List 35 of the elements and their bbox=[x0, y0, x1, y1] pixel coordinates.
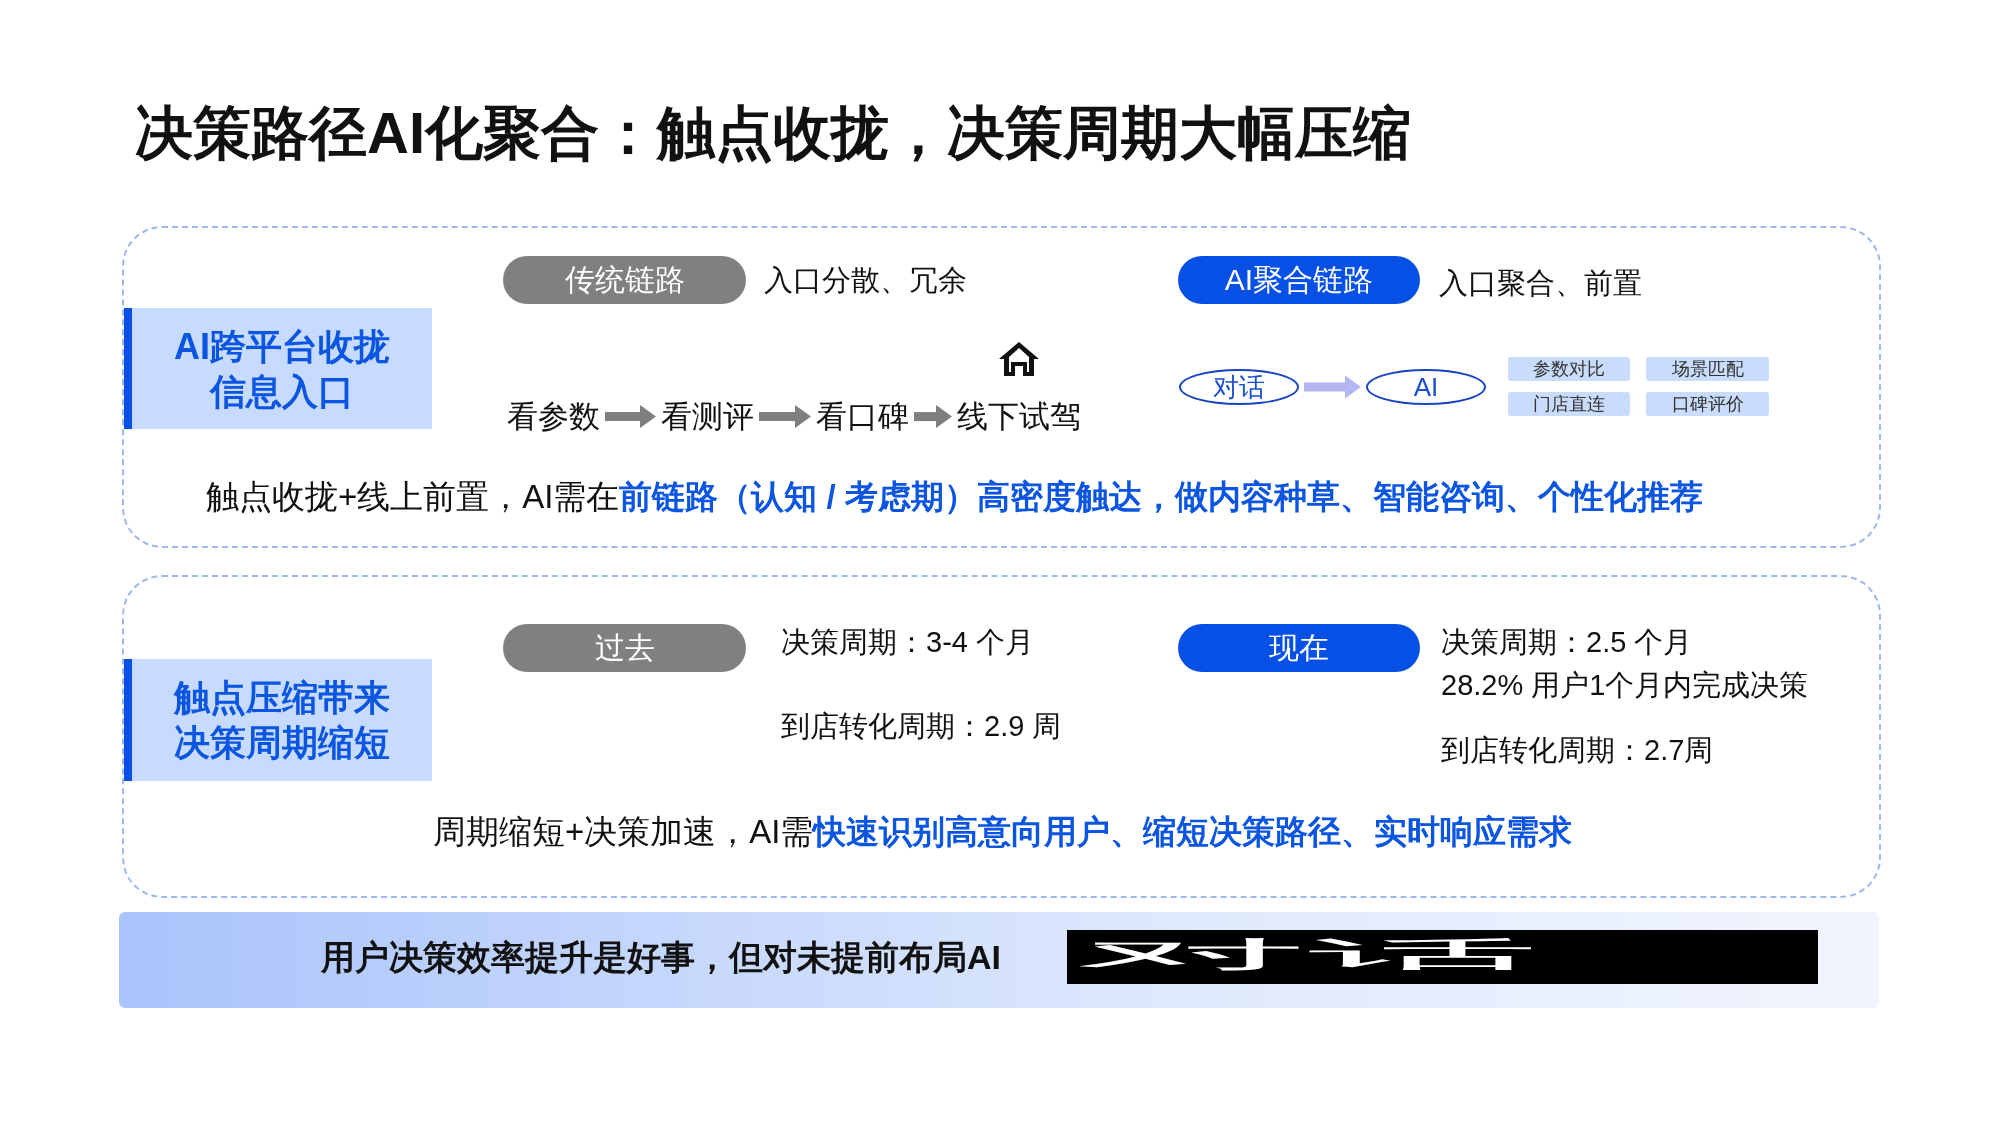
feature-tag: 参数对比 bbox=[1508, 357, 1630, 381]
description-text: 28.2% 用户1个月内完成决策 bbox=[1441, 668, 1809, 703]
feature-tag: 门店直连 bbox=[1508, 392, 1630, 416]
oval-node: AI bbox=[1366, 369, 1486, 405]
feature-tag: 场景匹配 bbox=[1646, 357, 1769, 381]
feature-tag: 口碑评价 bbox=[1646, 392, 1769, 416]
slide-title: 决策路径AI化聚合：触点收拢，决策周期大幅压缩 bbox=[135, 99, 1411, 167]
oval-node: 对话 bbox=[1179, 369, 1299, 405]
description-text: 到店转化周期：2.7周 bbox=[1441, 733, 1714, 768]
dashed-panel bbox=[122, 575, 1881, 898]
section-heading: AI跨平台收拢信息入口 bbox=[124, 308, 432, 429]
conclusion-text: 用户决策效率提升是好事，但对未提前布局AI bbox=[321, 937, 1001, 978]
step-label: 线下试驾 bbox=[957, 398, 1081, 436]
category-pill: 传统链路 bbox=[503, 256, 746, 304]
arrow bbox=[1304, 375, 1361, 399]
description-text: 到店转化周期：2.9 周 bbox=[781, 709, 1062, 744]
arrow bbox=[605, 405, 656, 429]
description-text: 决策周期：3-4 个月 bbox=[781, 625, 1034, 660]
step-label: 看参数 bbox=[507, 398, 600, 436]
blacked-out-text: 对话 bbox=[1067, 930, 1818, 984]
category-pill: AI聚合链路 bbox=[1178, 256, 1420, 304]
description-text: 入口分散、冗余 bbox=[764, 263, 967, 298]
description-text: 决策周期：2.5 个月 bbox=[1441, 625, 1693, 660]
dashed-panel bbox=[122, 226, 1881, 548]
category-pill: 现在 bbox=[1178, 624, 1420, 672]
arrow bbox=[914, 405, 952, 429]
step-label: 看口碑 bbox=[816, 398, 909, 436]
description-text: 入口聚合、前置 bbox=[1439, 266, 1642, 301]
conclusion-banner bbox=[119, 912, 1879, 1008]
section-heading: 触点压缩带来决策周期缩短 bbox=[124, 659, 432, 781]
arrow bbox=[759, 405, 811, 429]
summary-text: 触点收拢+线上前置，AI需在前链路（认知 / 考虑期）高密度触达，做内容种草、智能咨询、个性化推荐 bbox=[206, 477, 1703, 517]
summary-text: 周期缩短+决策加速，AI需快速识别高意向用户、缩短决策路径、实时响应需求 bbox=[433, 812, 1573, 852]
step-label: 看测评 bbox=[661, 398, 754, 436]
category-pill: 过去 bbox=[503, 624, 746, 672]
